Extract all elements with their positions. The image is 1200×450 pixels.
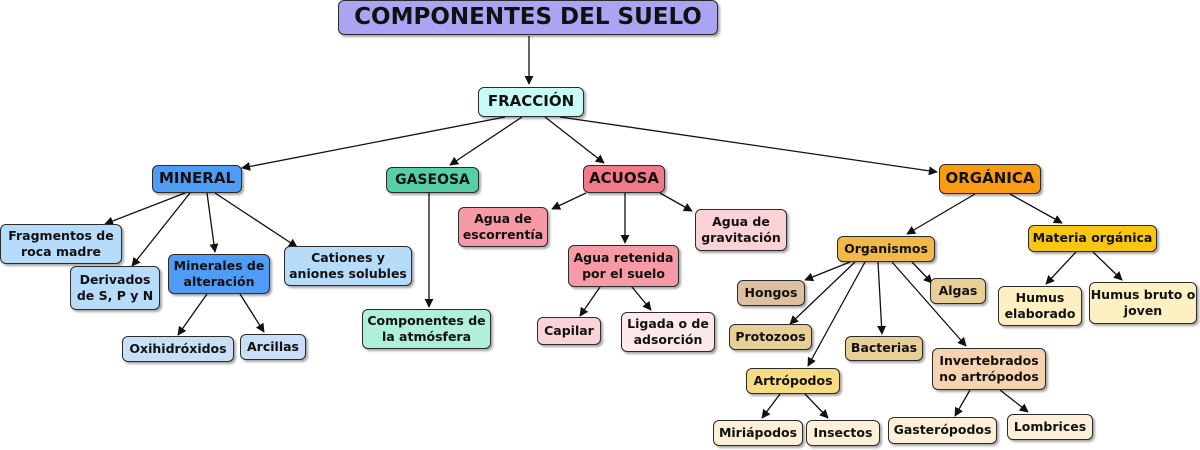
connector-arrow-17 bbox=[906, 193, 976, 235]
connector-arrow-26 bbox=[804, 393, 829, 419]
fraccion-node: FRACCIÓN bbox=[478, 87, 584, 117]
agua-retenida-text: Agua retenida por el suelo bbox=[573, 249, 674, 281]
fragmentos-text: Fragmentos de roca madre bbox=[8, 227, 114, 259]
humus-bruto-text: Humus bruto o joven bbox=[1090, 286, 1196, 318]
organica-node: ORGÁNICA bbox=[939, 164, 1041, 194]
connector-arrow-23 bbox=[807, 261, 866, 367]
bacterias-node: Bacterias bbox=[845, 336, 923, 361]
connector-arrow-1 bbox=[241, 116, 506, 171]
mineral-text: MINERAL bbox=[158, 169, 236, 188]
connector-arrow-21 bbox=[789, 261, 856, 325]
ligada-node: Ligada o de adsorción bbox=[621, 312, 715, 352]
ligada-text: Ligada o de adsorción bbox=[627, 315, 709, 347]
organismos-text: Organismos bbox=[844, 240, 928, 256]
escorrentia-node: Agua de escorrentía bbox=[458, 207, 548, 247]
lombrices-node: Lombrices bbox=[1007, 414, 1093, 440]
connector-arrow-7 bbox=[206, 192, 219, 253]
bacterias-text: Bacterias bbox=[850, 340, 918, 356]
connector-arrow-28 bbox=[999, 389, 1029, 413]
materia-organica-node: Materia orgánica bbox=[1028, 225, 1157, 252]
title-node: COMPONENTES DEL SUELO bbox=[338, 0, 718, 35]
agua-retenida-node: Agua retenida por el suelo bbox=[568, 245, 679, 287]
insectos-text: Insectos bbox=[813, 424, 873, 440]
connector-arrow-2 bbox=[449, 116, 523, 166]
arcillas-node: Arcillas bbox=[240, 334, 306, 360]
connector-arrow-19 bbox=[804, 261, 851, 282]
connector-arrow-9 bbox=[177, 293, 208, 336]
oxihidroxidos-text: Oxihidróxidos bbox=[129, 340, 227, 356]
hongos-node: Hongos bbox=[737, 280, 805, 306]
componentes-atmosfera-text: Componentes de la atmósfera bbox=[367, 312, 486, 344]
gravitacion-node: Agua de gravitación bbox=[695, 209, 787, 251]
connector-arrow-27 bbox=[954, 389, 971, 417]
gaseosa-text: GASEOSA bbox=[395, 171, 470, 188]
cationes-node: Cationes y aniones solubles bbox=[284, 246, 412, 286]
miriapodos-text: Miriápodos bbox=[718, 424, 798, 440]
miriapodos-node: Miriápodos bbox=[713, 420, 803, 446]
artropodos-text: Artrópodos bbox=[753, 372, 833, 388]
connector-arrow-29 bbox=[1045, 251, 1077, 285]
fraccion-text: FRACCIÓN bbox=[487, 92, 575, 111]
fragmentos-node: Fragmentos de roca madre bbox=[0, 224, 122, 264]
hongos-text: Hongos bbox=[744, 284, 798, 300]
capilar-node: Capilar bbox=[537, 317, 601, 345]
gasteropodos-node: Gasterópodos bbox=[888, 417, 997, 444]
connector-arrow-12 bbox=[551, 192, 587, 210]
escorrentia-text: Agua de escorrentía bbox=[462, 210, 544, 242]
connector-arrow-30 bbox=[1092, 251, 1123, 281]
oxihidroxidos-node: Oxihidróxidos bbox=[122, 336, 234, 362]
connector-arrow-5 bbox=[104, 192, 186, 226]
invertebrados-node: Invertebrados no artrópodos bbox=[932, 348, 1046, 390]
organica-text: ORGÁNICA bbox=[945, 169, 1035, 188]
connector-arrow-16 bbox=[631, 286, 652, 311]
artropodos-node: Artrópodos bbox=[746, 368, 840, 394]
cationes-text: Cationes y aniones solubles bbox=[289, 249, 407, 281]
humus-elaborado-text: Humus elaborado bbox=[1004, 289, 1076, 321]
invertebrados-text: Invertebrados no artrópodos bbox=[939, 352, 1039, 384]
organismos-node: Organismos bbox=[837, 236, 935, 262]
connector-arrow-15 bbox=[579, 286, 601, 317]
algas-text: Algas bbox=[938, 282, 978, 298]
humus-bruto-node: Humus bruto o joven bbox=[1089, 282, 1197, 324]
connector-arrow-22 bbox=[877, 261, 887, 335]
connector-arrow-25 bbox=[761, 393, 781, 419]
algas-node: Algas bbox=[930, 278, 986, 304]
derivados-node: Derivados de S, P y N bbox=[70, 266, 160, 310]
minerales-alteracion-node: Minerales de alteración bbox=[168, 254, 270, 294]
connector-arrow-24 bbox=[891, 261, 967, 347]
humus-elaborado-node: Humus elaborado bbox=[998, 286, 1082, 326]
protozoos-text: Protozoos bbox=[735, 328, 806, 344]
gaseosa-node: GASEOSA bbox=[386, 167, 479, 193]
insectos-node: Insectos bbox=[806, 420, 880, 446]
connector-arrow-3 bbox=[544, 116, 605, 164]
gasteropodos-text: Gasterópodos bbox=[893, 422, 992, 438]
protozoos-node: Protozoos bbox=[729, 324, 812, 350]
materia-organica-text: Materia orgánica bbox=[1032, 230, 1153, 246]
mineral-node: MINERAL bbox=[152, 165, 242, 193]
acuosa-text: ACUOSA bbox=[589, 169, 659, 188]
connector-arrow-8 bbox=[214, 192, 298, 248]
connector-arrow-20 bbox=[911, 261, 933, 284]
title-text: COMPONENTES DEL SUELO bbox=[354, 3, 702, 30]
gravitacion-text: Agua de gravitación bbox=[701, 213, 781, 245]
componentes-atmosfera-node: Componentes de la atmósfera bbox=[362, 309, 491, 349]
connector-arrow-6 bbox=[131, 192, 191, 267]
arcillas-text: Arcillas bbox=[247, 338, 299, 354]
acuosa-node: ACUOSA bbox=[583, 165, 665, 193]
connector-arrow-4 bbox=[559, 116, 938, 176]
connector-arrow-14 bbox=[659, 192, 693, 212]
capilar-text: Capilar bbox=[544, 322, 594, 338]
connector-arrow-18 bbox=[1009, 193, 1063, 224]
lombrices-text: Lombrices bbox=[1013, 418, 1087, 434]
minerales-alteracion-text: Minerales de alteración bbox=[173, 257, 265, 289]
connector-arrow-10 bbox=[239, 293, 265, 333]
derivados-text: Derivados de S, P y N bbox=[76, 271, 154, 303]
